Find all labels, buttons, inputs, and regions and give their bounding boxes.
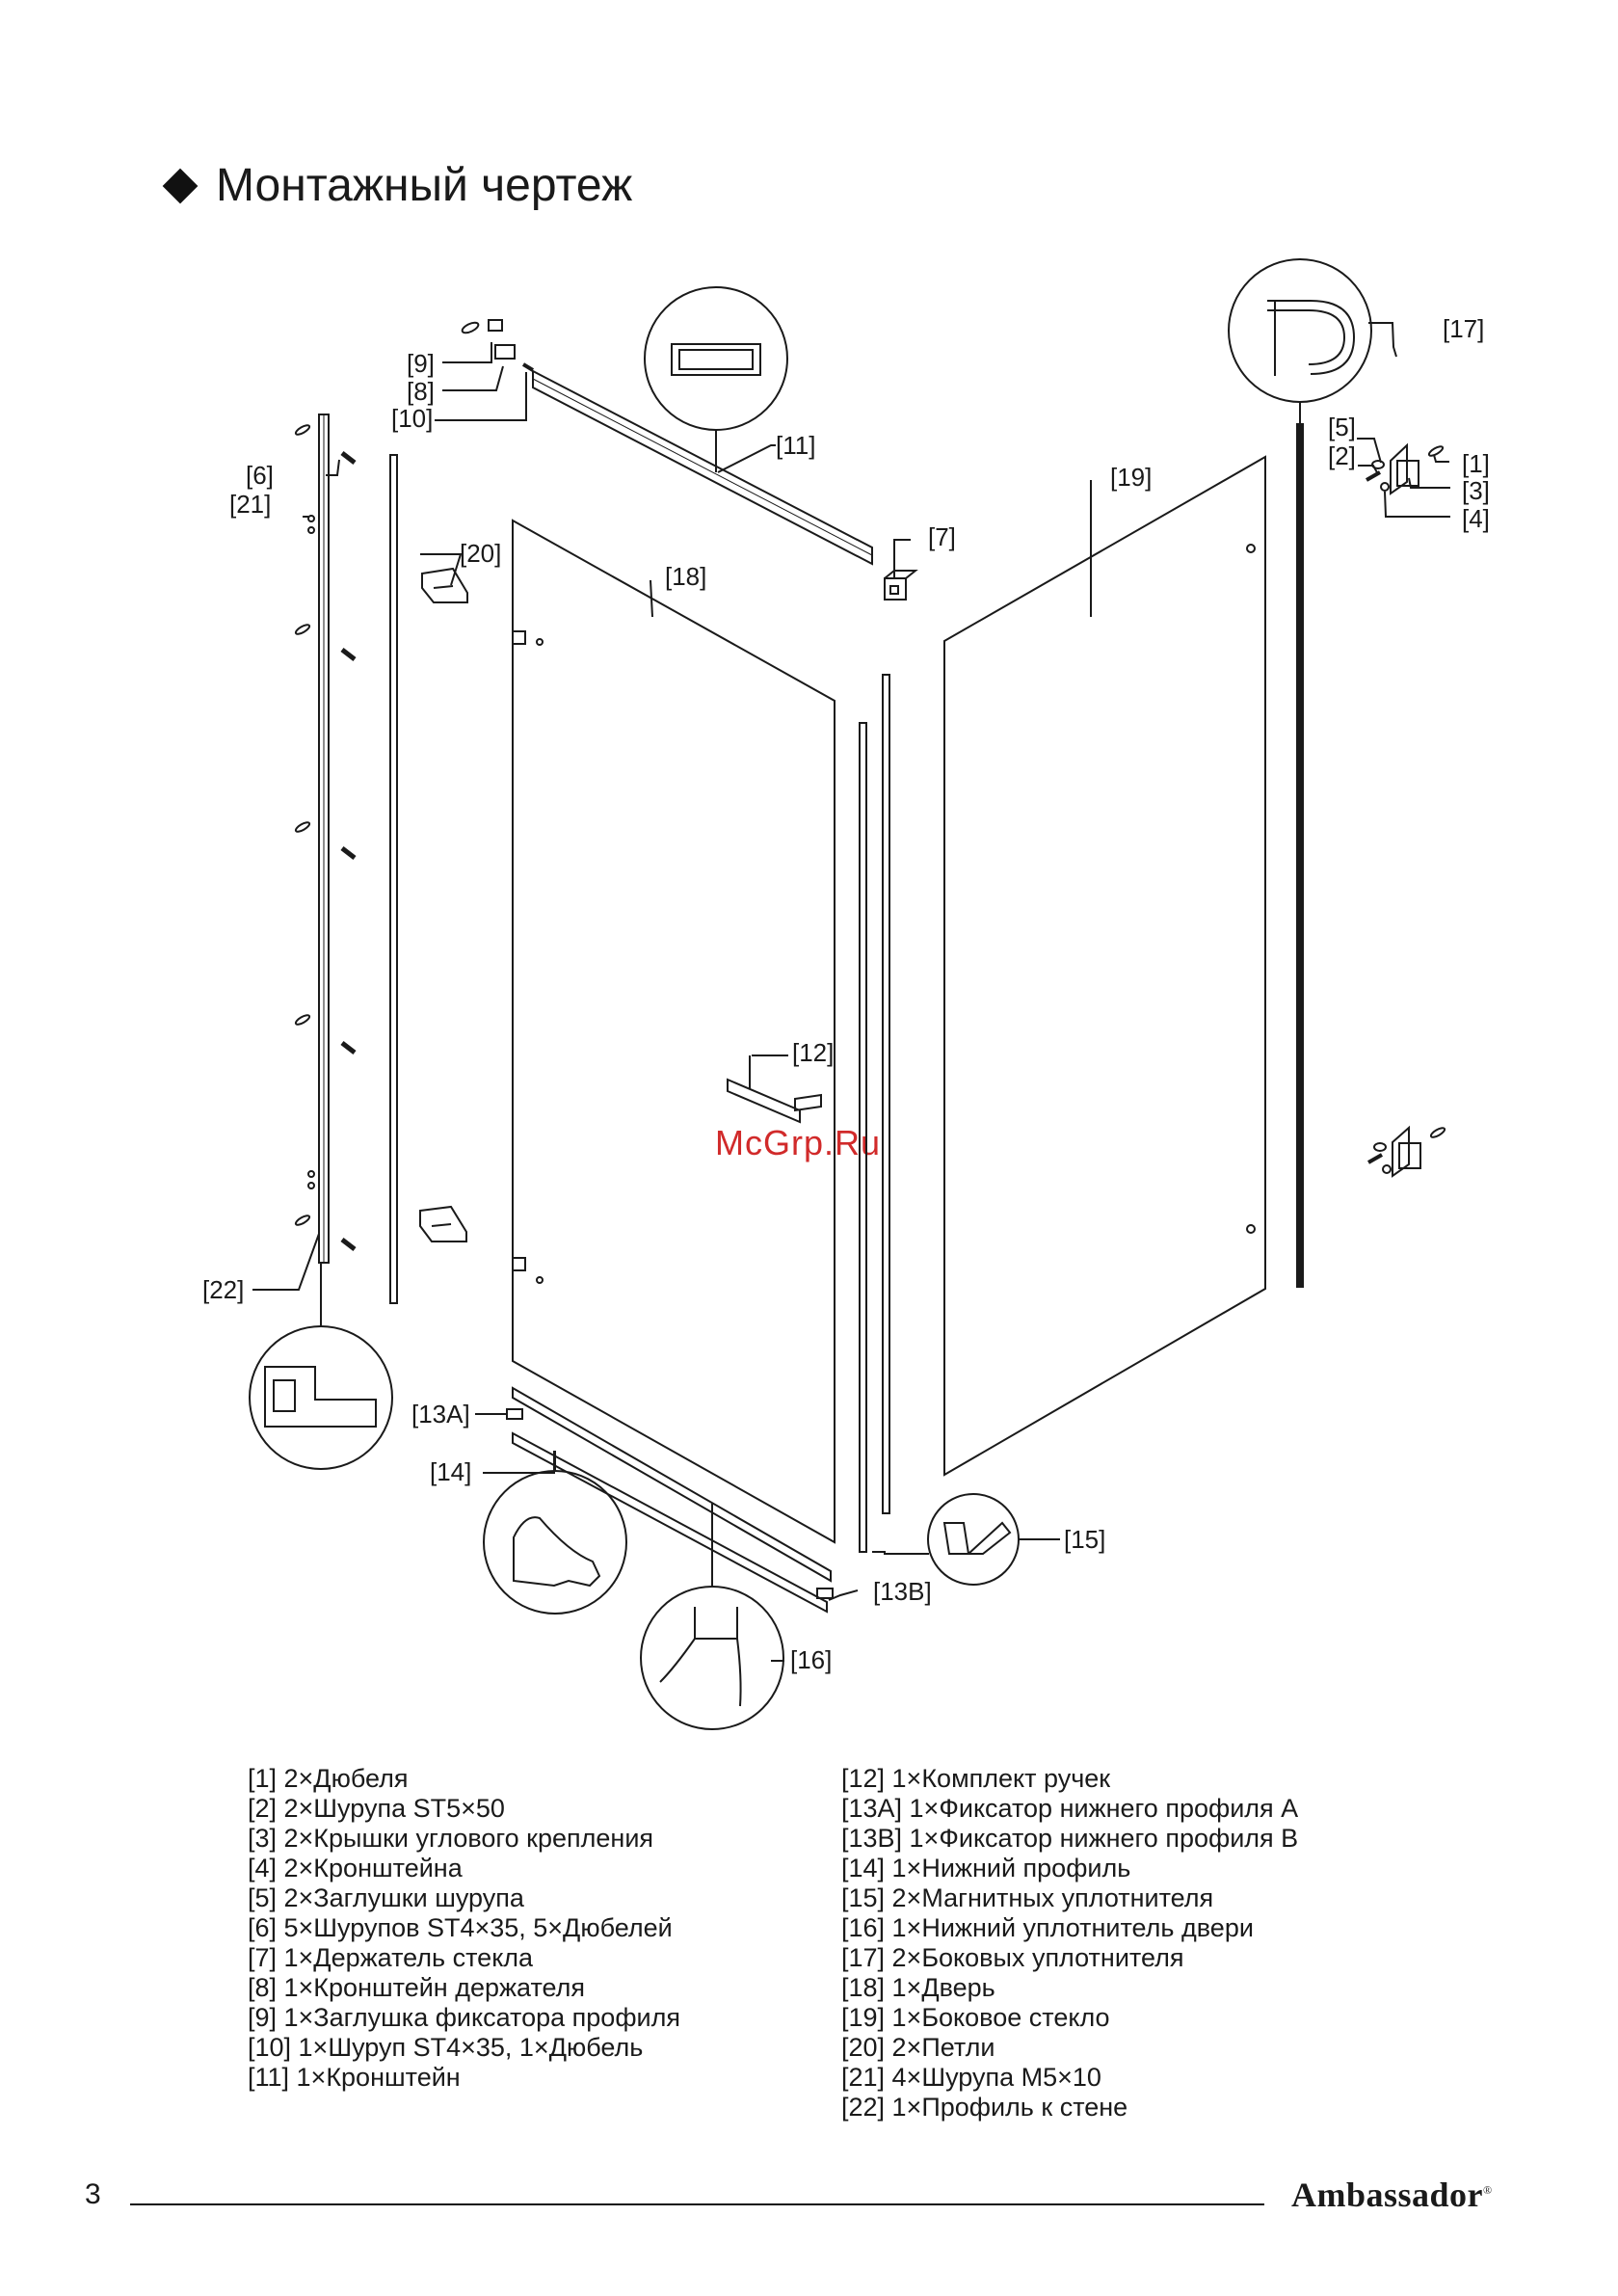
callout-15: [15] — [1064, 1525, 1105, 1554]
side-seal — [1296, 423, 1304, 1288]
legend-item: [13A] 1×Фиксатор нижнего профиля А — [841, 1794, 1299, 1823]
hinge-top — [421, 567, 468, 603]
glass-holder — [884, 570, 918, 601]
detail-circle-top-bracket — [644, 286, 788, 472]
bottom-profile — [512, 1386, 832, 1614]
brand-logo: Ambassador® — [1291, 2175, 1493, 2215]
detail-circle-bottom-profile — [483, 1451, 627, 1615]
page-title: Монтажный чертеж — [162, 159, 633, 212]
legend-item: [18] 1×Дверь — [841, 1973, 995, 2002]
callout-21: [21] — [229, 490, 271, 519]
corner-fixings-bottom — [1367, 1125, 1446, 1178]
legend-item: [12] 1×Комплект ручек — [841, 1764, 1111, 1793]
callout-2: [2] — [1328, 441, 1356, 470]
door-magnetic-profile — [859, 722, 867, 1553]
leader-lines — [252, 322, 1450, 1662]
page-number: 3 — [85, 2178, 101, 2210]
callout-20: [20] — [460, 539, 501, 568]
legend-item: [15] 2×Магнитных уплотнителя — [841, 1883, 1214, 1912]
callout-5: [5] — [1328, 413, 1356, 441]
wall-profile — [318, 414, 330, 1264]
legend-item: [1] 2×Дюбеля — [248, 1764, 409, 1793]
legend-item: [19] 1×Боковое стекло — [841, 2003, 1110, 2032]
legend-item: [4] 2×Кронштейна — [248, 1854, 463, 1882]
callout-12: [12] — [792, 1038, 834, 1067]
legend-item: [9] 1×Заглушка фиксатора профиля — [248, 2003, 680, 2032]
door-glass — [512, 519, 836, 1544]
bottom-fixators — [506, 1408, 834, 1599]
handle-set — [727, 1078, 822, 1124]
callout-13b: [13B] — [873, 1577, 932, 1606]
detail-circle-door-seal — [640, 1504, 784, 1730]
callout-6: [6] — [246, 461, 274, 490]
callout-10: [10] — [391, 404, 433, 433]
legend-item: [8] 1×Кронштейн держателя — [248, 1973, 586, 2002]
detail-circle-side-seal — [1228, 258, 1372, 424]
registered-mark: ® — [1483, 2183, 1493, 2197]
callout-8: [8] — [407, 377, 435, 406]
legend-item: [22] 1×Профиль к стене — [841, 2093, 1128, 2122]
corner-fixings-top — [1366, 442, 1445, 495]
legend-item: [6] 5×Шурупов ST4×35, 5×Дюбелей — [248, 1913, 673, 1942]
legend-item: [13B] 1×Фиксатор нижнего профиля В — [841, 1824, 1299, 1853]
callout-16: [16] — [790, 1645, 832, 1674]
legend-item: [10] 1×Шуруп ST4×35, 1×Дюбель — [248, 2033, 644, 2062]
callout-18: [18] — [665, 562, 706, 591]
callout-9: [9] — [407, 349, 435, 378]
callout-14: [14] — [430, 1457, 471, 1486]
callout-7: [7] — [928, 522, 956, 551]
watermark: McGrp.Ru — [715, 1123, 882, 1162]
page-title-text: Монтажный чертеж — [216, 160, 633, 211]
legend-item: [14] 1×Нижний профиль — [841, 1854, 1131, 1882]
footer-divider — [130, 2203, 1264, 2205]
legend-item: [21] 4×Шурупа M5×10 — [841, 2063, 1101, 2092]
legend-item: [2] 2×Шурупа ST5×50 — [248, 1794, 505, 1823]
detail-circle-wall-profile — [249, 1263, 393, 1470]
legend-item: [16] 1×Нижний уплотнитель двери — [841, 1913, 1254, 1942]
side-magnetic-profile — [882, 674, 890, 1514]
legend-item: [5] 2×Заглушки шурупа — [248, 1883, 524, 1912]
detail-circle-magnetic-seal — [927, 1493, 1060, 1586]
bracket-small-parts — [461, 319, 535, 372]
callout-11: [11] — [776, 431, 815, 460]
legend-item: [20] 2×Петли — [841, 2033, 995, 2062]
wall-fasteners — [294, 424, 357, 1251]
callout-13a: [13A] — [411, 1400, 470, 1428]
legend-item: [17] 2×Боковых уплотнителя — [841, 1943, 1184, 1972]
callout-3: [3] — [1462, 476, 1490, 505]
brand-name: Ambassador — [1291, 2176, 1484, 2214]
legend-item: [3] 2×Крышки углового крепления — [248, 1824, 654, 1853]
parts-legend-right: [12] 1×Комплект ручек [13A] 1×Фиксатор н… — [841, 1764, 1298, 2122]
hinge-profile — [389, 454, 398, 1304]
callout-1: [1] — [1462, 449, 1490, 478]
side-glass — [943, 455, 1266, 1477]
parts-legend-left: [1] 2×Дюбеля [2] 2×Шурупа ST5×50 [3] 2×К… — [248, 1764, 680, 2093]
hinge-bottom — [419, 1205, 467, 1242]
callout-22: [22] — [202, 1275, 244, 1304]
legend-item: [11] 1×Кронштейн — [248, 2063, 461, 2092]
callout-4: [4] — [1462, 504, 1490, 533]
legend-item: [7] 1×Держатель стекла — [248, 1943, 534, 1972]
callout-17: [17] — [1443, 314, 1484, 343]
callout-19: [19] — [1110, 463, 1152, 492]
top-bracket — [532, 369, 873, 566]
